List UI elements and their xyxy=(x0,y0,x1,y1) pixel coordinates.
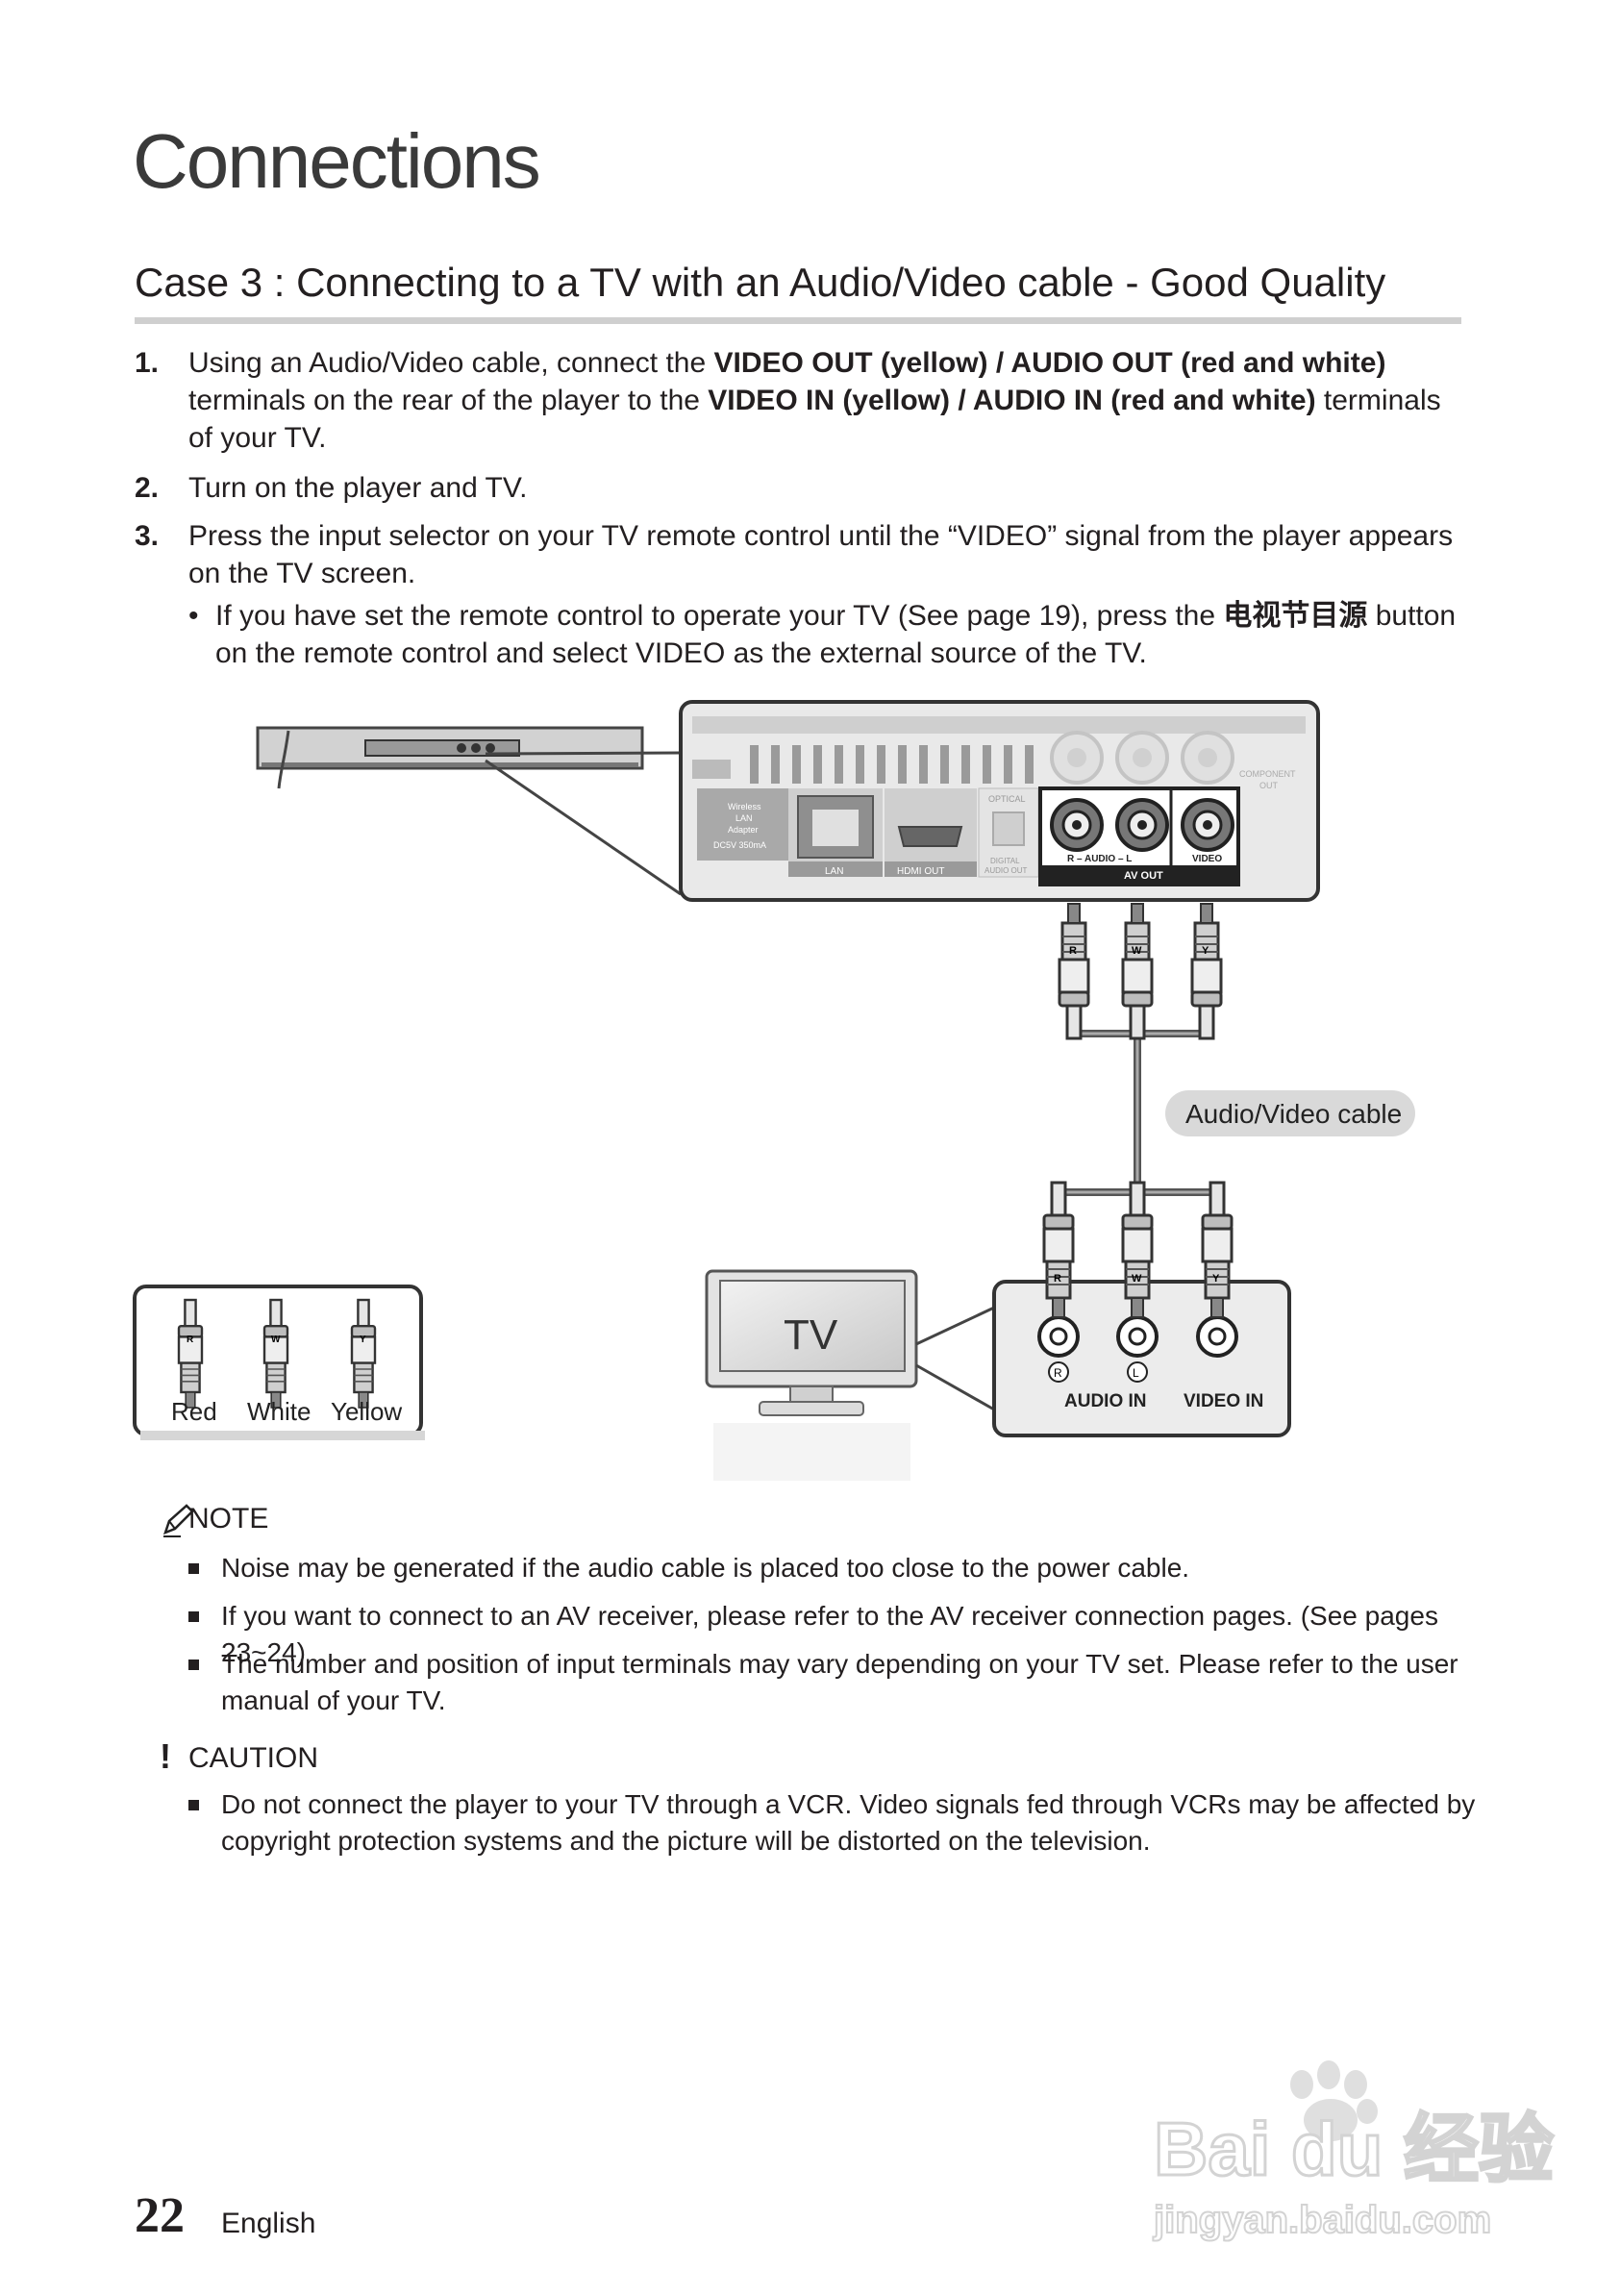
step-3-sub-bullet: • If you have set the remote control to … xyxy=(188,597,1477,672)
plug-letter-w: W xyxy=(1132,945,1142,957)
step-text: Turn on the player and TV. xyxy=(188,472,528,504)
optical-label: OPTICAL xyxy=(988,794,1026,804)
hdmi-label: HDMI OUT xyxy=(897,866,944,877)
baidu-watermark: Bai du 经验 jingyan.baidu.com xyxy=(1152,2060,1556,2242)
audio-out-label: R – AUDIO – L xyxy=(1067,854,1132,864)
plug-letter-w: W xyxy=(271,1335,281,1345)
page-title: Connections xyxy=(133,118,541,204)
note-item: The number and position of input termina… xyxy=(188,1646,1477,1719)
bullet-square xyxy=(188,1563,199,1574)
digital-audio-label: AUDIO OUT xyxy=(984,866,1028,875)
caution-item: Do not connect the player to your TV thr… xyxy=(188,1786,1477,1859)
av-out-jacks xyxy=(1050,798,1234,852)
av-cable xyxy=(1054,1000,1221,1221)
plug-letter-w: W xyxy=(1132,1273,1142,1285)
plug-letter-y: Y xyxy=(1212,1273,1220,1285)
wireless-label: LAN xyxy=(735,813,753,823)
bullet-dot: • xyxy=(188,600,199,632)
case-heading: Case 3 : Connecting to a TV with an Audi… xyxy=(135,260,1386,305)
step-text: Using an Audio/Video cable, connect the … xyxy=(188,347,1441,454)
note-item: Noise may be generated if the audio cabl… xyxy=(188,1550,1477,1586)
step-number: 1. xyxy=(135,347,160,379)
note-item: If you want to connect to an AV receiver… xyxy=(188,1598,1477,1671)
plug-letter-r: R xyxy=(1054,1273,1061,1285)
lower-plugs xyxy=(1042,1181,1234,1319)
legend-yellow: Yellow xyxy=(331,1397,402,1426)
step-text: Press the input selector on your TV remo… xyxy=(188,520,1454,589)
plug-letter-r: R xyxy=(1069,945,1077,957)
step-1: 1. Using an Audio/Video cable, connect t… xyxy=(135,344,1471,457)
digital-audio-label: DIGITAL xyxy=(990,857,1020,865)
watermark-url: jingyan.baidu.com xyxy=(1153,2199,1491,2241)
wireless-label: DC5V 350mA xyxy=(713,840,766,850)
step-number: 3. xyxy=(135,520,160,552)
cable-label: Audio/Video cable xyxy=(1185,1099,1402,1129)
bullet-square xyxy=(188,1660,199,1670)
page-number: 22 xyxy=(135,2188,185,2243)
r-mark: R xyxy=(1054,1366,1062,1380)
player-device xyxy=(256,726,644,789)
tv-label: TV xyxy=(784,1311,838,1359)
wireless-label: Wireless xyxy=(728,802,761,811)
component-label: COMPONENT xyxy=(1239,769,1296,779)
plug-letter-y: Y xyxy=(360,1335,366,1345)
tv-input-panel: R L AUDIO IN VIDEO IN xyxy=(992,1280,1291,1437)
plug-legend: R W Y Red White Yellow xyxy=(133,1285,425,1440)
caution-heading: CAUTION xyxy=(188,1742,318,1774)
wireless-label: Adapter xyxy=(728,825,759,835)
av-out-label: AV OUT xyxy=(1124,870,1163,882)
component-label: OUT xyxy=(1259,781,1279,790)
audio-in-label: AUDIO IN xyxy=(1064,1391,1147,1411)
watermark-brand: Bai du 经验 xyxy=(1154,2107,1554,2191)
legend-white: White xyxy=(247,1397,311,1426)
step-3: 3. Press the input selector on your TV r… xyxy=(135,517,1471,592)
step-number: 2. xyxy=(135,472,160,504)
video-out-label: VIDEO xyxy=(1192,854,1222,864)
heading-rule xyxy=(135,317,1461,324)
plug-letter-r: R xyxy=(187,1335,194,1345)
l-mark: L xyxy=(1133,1366,1139,1380)
lan-label: LAN xyxy=(825,866,843,877)
page-language: English xyxy=(221,2208,316,2239)
player-rear-panel: Wireless LAN Adapter DC5V 350mA LAN HDMI… xyxy=(679,700,1320,902)
bullet-square xyxy=(188,1611,199,1622)
step-2: 2. Turn on the player and TV. xyxy=(135,469,1471,507)
plug-letter-y: Y xyxy=(1202,945,1209,957)
legend-red: Red xyxy=(171,1397,217,1426)
video-in-label: VIDEO IN xyxy=(1184,1391,1263,1411)
upper-plugs xyxy=(1058,902,1223,1040)
sub-bullet-text: If you have set the remote control to op… xyxy=(215,600,1457,669)
caution-icon: ! xyxy=(160,1736,171,1776)
tv-device: TV xyxy=(705,1269,918,1481)
note-heading: NOTE xyxy=(188,1503,269,1535)
bullet-square xyxy=(188,1800,199,1810)
